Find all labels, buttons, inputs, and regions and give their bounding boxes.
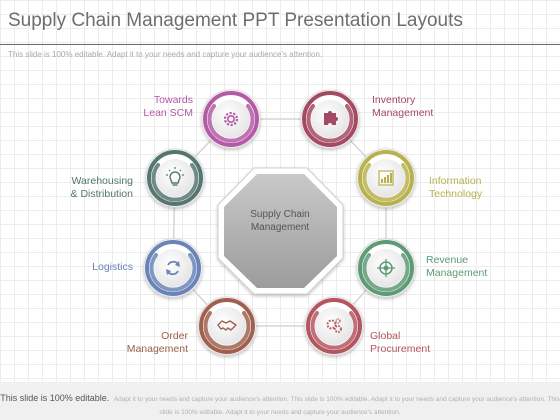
label-revenue-management: Revenue Management bbox=[426, 254, 487, 280]
label-order-management: Order Management bbox=[127, 330, 188, 356]
center-octagon bbox=[217, 167, 344, 295]
target-icon bbox=[377, 259, 395, 277]
label-line: Order bbox=[161, 330, 188, 342]
bar-chart-icon bbox=[378, 170, 394, 186]
node-order-management bbox=[197, 296, 257, 356]
footer-bar: This slide is 100% editable. Adapt it to… bbox=[0, 382, 560, 420]
gear-icon bbox=[223, 111, 239, 127]
label-line: Lean SCM bbox=[143, 107, 193, 119]
node-information-technology bbox=[356, 148, 416, 208]
slide-title: Supply Chain Management PPT Presentation… bbox=[8, 10, 463, 31]
label-line: Revenue bbox=[426, 254, 469, 266]
label-line: Inventory bbox=[372, 94, 416, 106]
node-towards-lean-scm bbox=[201, 89, 261, 149]
label-information-technology: Information Technology bbox=[429, 175, 482, 201]
label-line: Global bbox=[370, 330, 401, 342]
lightbulb-icon bbox=[166, 167, 184, 186]
footer-bold-text: This slide is 100% editable. bbox=[0, 393, 110, 403]
gears-icon bbox=[326, 318, 342, 333]
label-line: Warehousing bbox=[71, 175, 133, 187]
nodes-layer bbox=[143, 89, 416, 356]
label-global-procurement: Global Procurement bbox=[370, 330, 430, 356]
label-logistics: Logistics bbox=[92, 261, 133, 274]
label-line: Procurement bbox=[370, 343, 431, 355]
handshake-icon bbox=[217, 320, 237, 331]
puzzle-icon bbox=[324, 111, 338, 125]
cycle-icon bbox=[166, 260, 180, 276]
node-inventory-management bbox=[300, 89, 360, 149]
label-line: Management bbox=[426, 267, 488, 279]
footer-rest-text: Adapt it to your needs and capture your … bbox=[113, 396, 560, 416]
label-line: Information bbox=[429, 175, 482, 187]
center-label: Supply Chain Management bbox=[230, 208, 330, 234]
node-revenue-management bbox=[356, 238, 416, 298]
label-line: Logistics bbox=[92, 261, 133, 273]
node-logistics bbox=[143, 238, 203, 298]
label-line: Management bbox=[372, 107, 434, 119]
label-warehousing-distribution: Warehousing & Distribution bbox=[71, 175, 133, 201]
label-line: Technology bbox=[429, 188, 483, 200]
node-global-procurement bbox=[304, 296, 364, 356]
slide-subtitle: This slide is 100% editable. Adapt it to… bbox=[8, 50, 323, 59]
label-line: Towards bbox=[153, 94, 193, 106]
center-label-line1: Supply Chain bbox=[250, 209, 310, 220]
label-inventory-management: Inventory Management bbox=[372, 94, 433, 120]
label-line: & Distribution bbox=[70, 188, 133, 200]
cycle-diagram bbox=[143, 89, 416, 356]
center-label-line2: Management bbox=[250, 222, 310, 233]
title-rule bbox=[0, 44, 560, 45]
label-towards-lean-scm: Towards Lean SCM bbox=[143, 94, 193, 120]
label-line: Management bbox=[126, 343, 188, 355]
node-warehousing-distribution bbox=[145, 148, 205, 208]
